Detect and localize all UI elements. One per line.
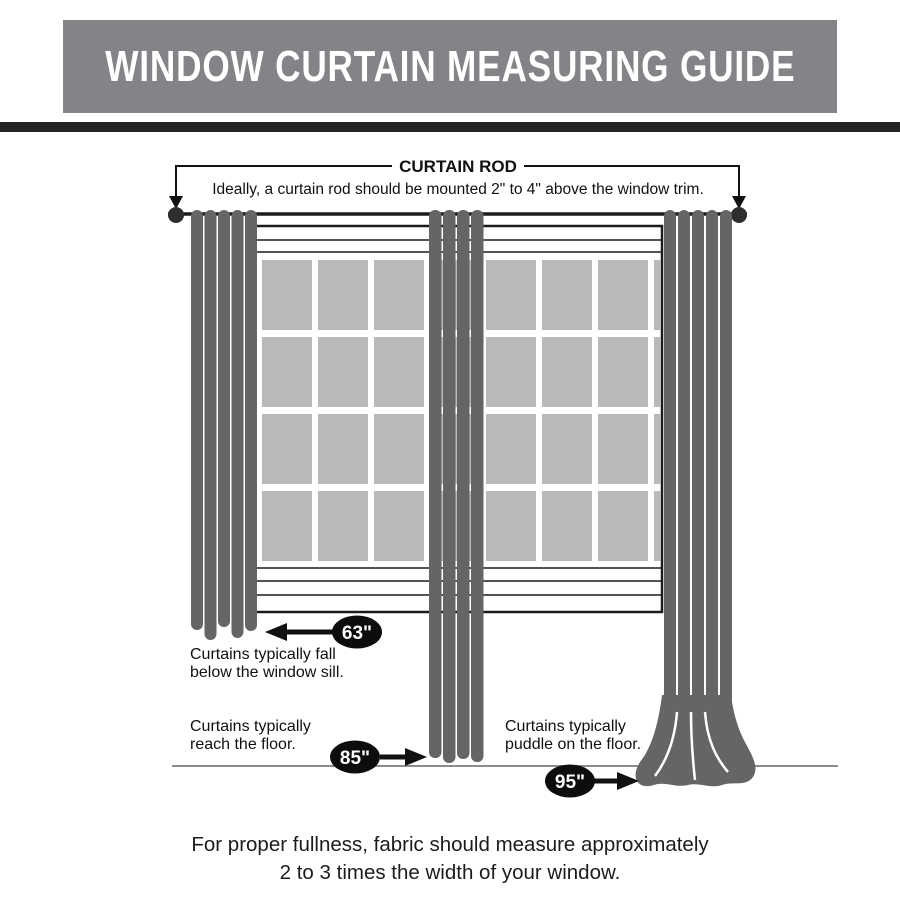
rod-callout: CURTAIN ROD Ideally, a curtain rod shoul… xyxy=(169,157,746,209)
measurement-85-arrow-icon xyxy=(405,748,427,766)
curtain-left xyxy=(191,210,257,640)
rod-finial-left xyxy=(168,207,184,223)
puddle-fold-line xyxy=(703,711,729,773)
curtain-rod-label: CURTAIN ROD xyxy=(399,157,517,176)
header-banner: WINDOW CURTAIN MEASURING GUIDE xyxy=(63,20,837,113)
rod-arrow-left-icon xyxy=(169,196,183,209)
measurement-63-caption-line1: Curtains typically fall xyxy=(190,646,336,663)
measurement-85-caption-line1: Curtains typically xyxy=(190,718,311,735)
curtain-right xyxy=(635,210,756,787)
measurement-85-value: 85" xyxy=(340,748,370,769)
rod-bracket-right-line xyxy=(524,165,740,198)
measurement-95-value: 95" xyxy=(555,772,585,793)
measurement-63-caption-line2: below the window sill. xyxy=(190,664,344,681)
measurement-63-badge xyxy=(332,615,382,649)
measurement-85-badge xyxy=(330,740,380,774)
puddle-fold-line xyxy=(689,711,697,781)
curtain-right-puddle xyxy=(635,695,756,787)
rod-bracket-left-line xyxy=(175,165,392,198)
measurement-95-badge xyxy=(545,764,595,798)
measurement-63: 63" Curtains typically fall below the wi… xyxy=(190,615,382,681)
measurement-63-value: 63" xyxy=(342,623,372,644)
page-title: WINDOW CURTAIN MEASURING GUIDE xyxy=(104,41,796,91)
footer-line1: For proper fullness, fabric should measu… xyxy=(191,833,709,856)
rod-arrow-right-icon xyxy=(732,196,746,209)
footer-line2: 2 to 3 times the width of your window. xyxy=(279,861,621,884)
measurement-95: Curtains typically puddle on the floor. … xyxy=(505,718,641,798)
measurement-95-caption-line1: Curtains typically xyxy=(505,718,626,735)
puddle-fold-line xyxy=(653,711,679,777)
measurement-95-caption-line2: puddle on the floor. xyxy=(505,736,641,753)
curtain-rod-note: Ideally, a curtain rod should be mounted… xyxy=(212,181,704,198)
rod-finial-right xyxy=(731,207,747,223)
measurement-63-arrow-icon xyxy=(265,623,287,641)
measurement-95-arrow-icon xyxy=(617,772,639,790)
measurement-85-caption-line2: reach the floor. xyxy=(190,736,296,753)
curtain-middle xyxy=(429,210,484,763)
footer-note: For proper fullness, fabric should measu… xyxy=(0,831,900,887)
header-divider xyxy=(0,122,900,132)
measurement-85: Curtains typically reach the floor. 85" xyxy=(190,718,427,774)
